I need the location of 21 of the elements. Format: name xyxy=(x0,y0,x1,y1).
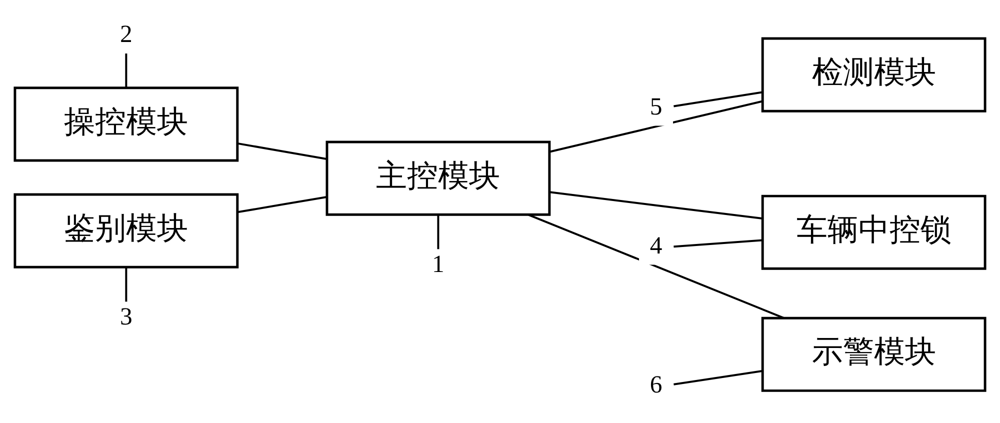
node-text: 3 xyxy=(120,304,132,331)
connector xyxy=(237,196,327,214)
node-box: 示警模块 xyxy=(761,316,986,392)
connector xyxy=(674,370,762,386)
node-box: 主控模块 xyxy=(326,140,551,216)
connector xyxy=(237,142,327,160)
connector xyxy=(550,100,763,153)
node-text: 6 xyxy=(650,372,662,399)
connector xyxy=(125,54,128,88)
node-text: 2 xyxy=(120,21,132,48)
node-box: 鉴别模块 xyxy=(14,193,239,268)
connector xyxy=(125,267,128,302)
connector xyxy=(528,214,784,319)
connector xyxy=(550,191,763,220)
connector xyxy=(674,239,762,248)
connector xyxy=(674,91,762,108)
node-box: 检测模块 xyxy=(761,37,986,112)
node-text: 1 xyxy=(432,251,444,278)
connector xyxy=(437,214,440,250)
node-box: 车辆中控锁 xyxy=(761,194,986,270)
node-box: 操控模块 xyxy=(14,86,239,162)
